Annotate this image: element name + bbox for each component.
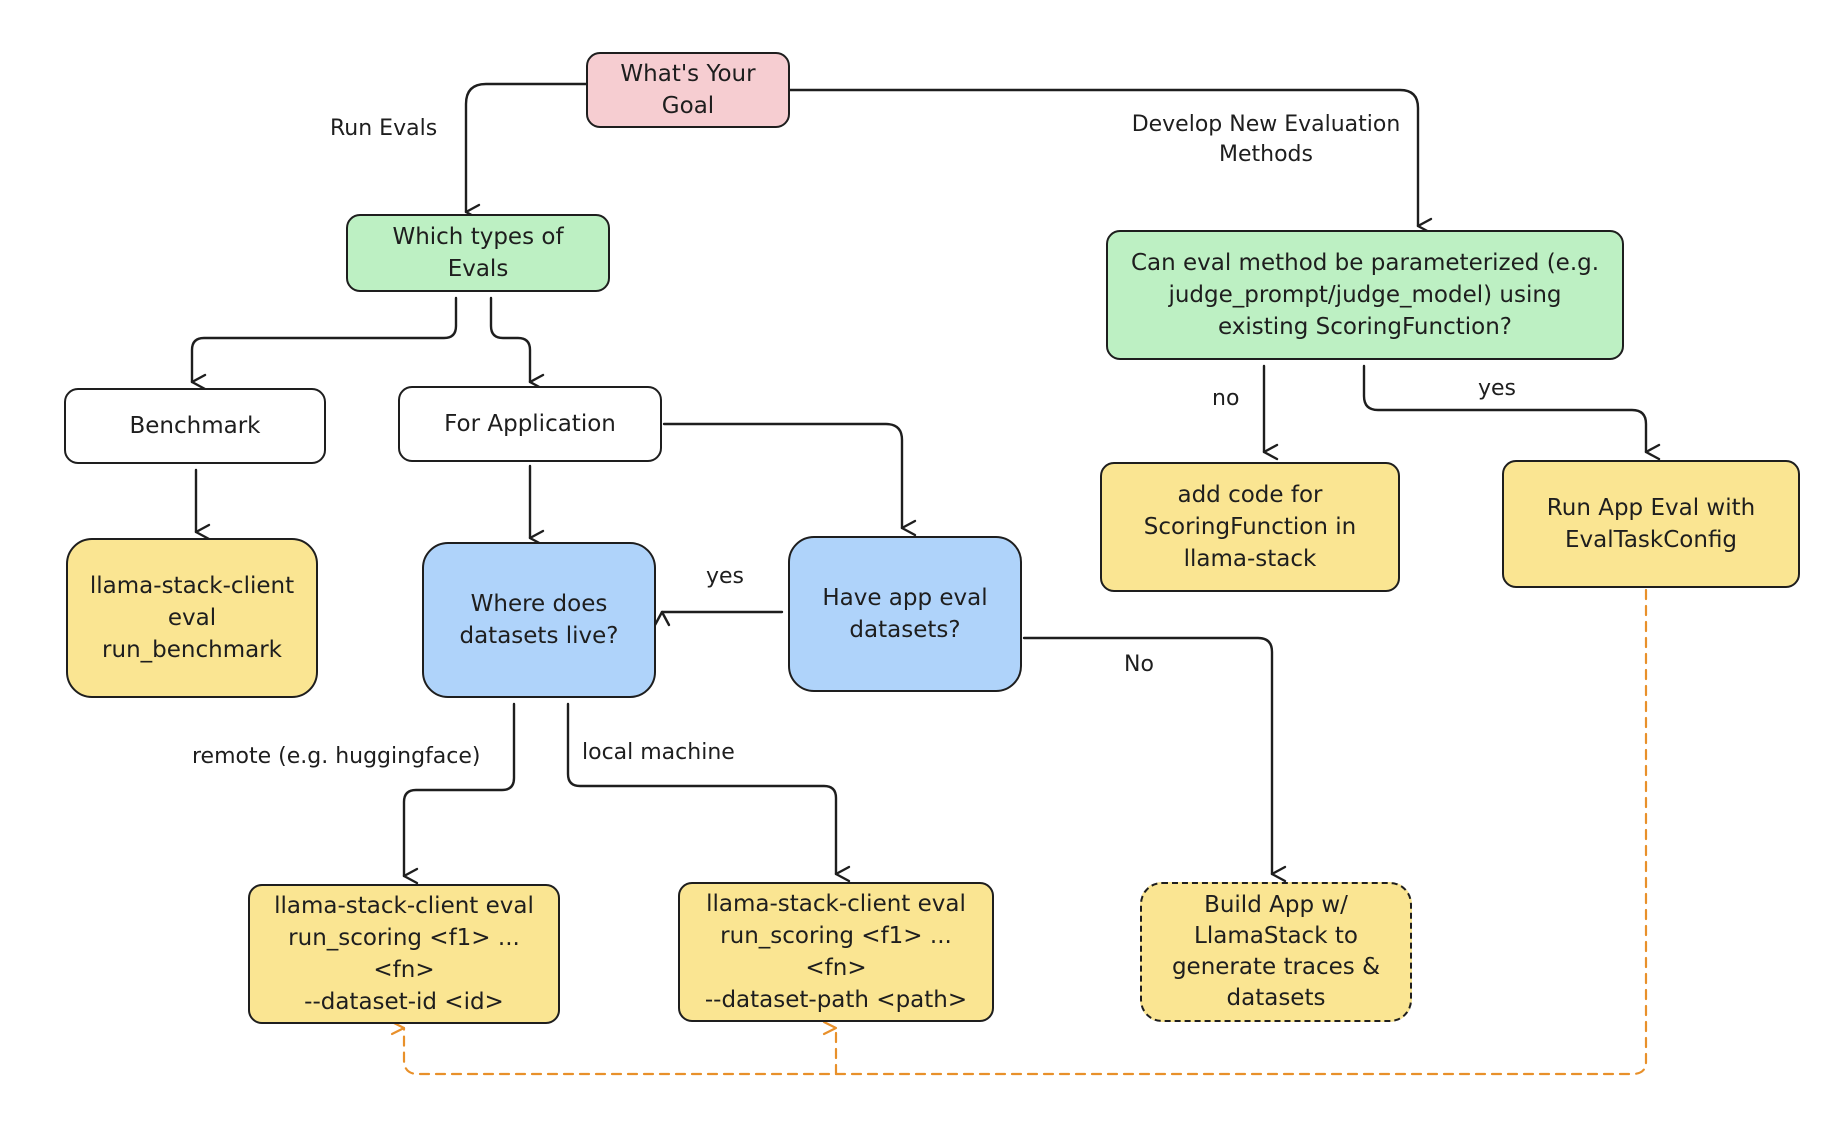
edge-where-to-scoringid xyxy=(402,702,516,885)
edge-label-develop: Develop New Evaluation Methods xyxy=(1131,112,1401,167)
edge-goal-to-types xyxy=(464,82,588,221)
benchmark-node: Benchmark xyxy=(64,388,326,464)
add-code-node: add code for ScoringFunction in llama-st… xyxy=(1100,462,1400,592)
parameterized-question-node: Can eval method be parameterized (e.g. j… xyxy=(1106,230,1624,360)
for-application-node: For Application xyxy=(398,386,662,462)
edge-param-yes xyxy=(1362,364,1661,461)
where-datasets-node: Where does datasets live? xyxy=(422,542,656,698)
edge-label-local: local machine xyxy=(582,740,735,765)
goal-node: What's Your Goal xyxy=(586,52,790,128)
have-datasets-node: Have app eval datasets? xyxy=(788,536,1022,692)
build-app-node: Build App w/ LlamaStack to generate trac… xyxy=(1140,882,1412,1022)
edge-label-run-evals: Run Evals xyxy=(330,116,438,141)
edge-where-to-scoringpath xyxy=(566,702,851,883)
edge-types-to-benchmark xyxy=(190,296,458,391)
edge-types-to-forapp xyxy=(489,296,545,391)
edge-label-remote: remote (e.g. huggingface) xyxy=(192,744,481,769)
edge-forapp-to-have xyxy=(662,422,917,537)
run-app-eval-node: Run App Eval with EvalTaskConfig xyxy=(1502,460,1800,588)
edge-label-yes-have: yes xyxy=(706,564,745,589)
edge-label-yes-param: yes xyxy=(1478,376,1517,401)
edge-have-to-build xyxy=(1022,636,1287,883)
run-benchmark-node: llama-stack-client eval run_benchmark xyxy=(66,538,318,698)
scoring-dataset-path-node: llama-stack-client eval run_scoring <f1>… xyxy=(678,882,994,1022)
edge-label-no-param: no xyxy=(1212,386,1240,411)
eval-types-node: Which types of Evals xyxy=(346,214,610,292)
edge-goal-to-param xyxy=(788,88,1433,235)
scoring-dataset-id-node: llama-stack-client eval run_scoring <f1>… xyxy=(248,884,560,1024)
edge-label-no-have: No xyxy=(1124,652,1154,677)
